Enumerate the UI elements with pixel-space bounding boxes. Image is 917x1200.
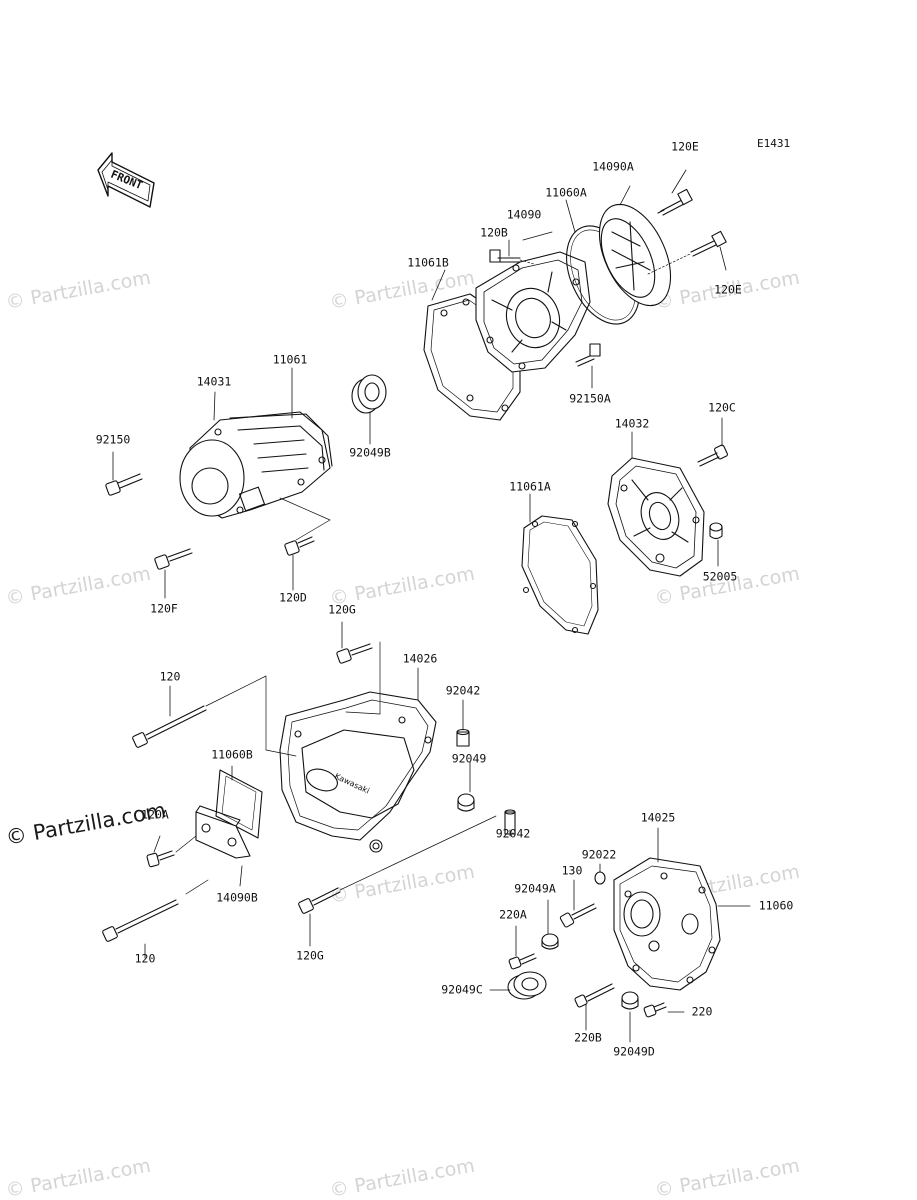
cap-52005: [709, 522, 723, 567]
part-label-220b[interactable]: 220B: [574, 1030, 602, 1045]
gasket-11060b: [215, 765, 263, 839]
diagram-code: E1431: [757, 137, 791, 150]
part-label-92049c[interactable]: 92049C: [441, 982, 483, 997]
part-label-120[interactable]: 120: [134, 951, 156, 966]
part-label-120e[interactable]: 120E: [671, 139, 699, 154]
part-label-220[interactable]: 220: [691, 1004, 713, 1019]
part-label-120b[interactable]: 120B: [480, 225, 508, 240]
part-label-120d[interactable]: 120D: [279, 590, 307, 605]
part-label-14031[interactable]: 14031: [196, 374, 232, 389]
cover-14090a: [598, 203, 672, 307]
part-label-92049[interactable]: 92049: [451, 751, 487, 766]
part-label-11061[interactable]: 11061: [272, 352, 308, 367]
part-label-14025[interactable]: 14025: [640, 810, 676, 825]
front-arrow-icon: FRONT: [97, 152, 155, 208]
part-label-92150a[interactable]: 92150A: [569, 391, 611, 406]
part-label-11060a[interactable]: 11060A: [545, 185, 587, 200]
part-label-92049b[interactable]: 92049B: [349, 445, 391, 460]
cover-14026: Kawasaki: [279, 667, 437, 853]
oil-seal-92049c: [489, 971, 547, 1000]
part-label-14090[interactable]: 14090: [506, 207, 542, 222]
part-label-120e[interactable]: 120E: [714, 282, 742, 297]
part-label-120f[interactable]: 120F: [150, 601, 178, 616]
bolt-220a: [508, 925, 537, 970]
collar-92049: [457, 761, 475, 812]
part-label-92022[interactable]: 92022: [581, 847, 617, 862]
bolt-120b: [489, 239, 535, 265]
part-label-92049a[interactable]: 92049A: [514, 881, 556, 896]
bolt-120f: [154, 548, 193, 599]
bolt-120e-top: [657, 188, 693, 216]
bolt-120c: [697, 417, 728, 467]
part-label-92042[interactable]: 92042: [495, 826, 531, 841]
part-label-220a[interactable]: 220A: [499, 907, 527, 922]
part-label-120c[interactable]: 120C: [708, 400, 736, 415]
part-label-11061b[interactable]: 11061B: [407, 255, 449, 270]
part-label-14032[interactable]: 14032: [614, 416, 650, 431]
dowel-92042-top: [456, 699, 470, 747]
bolt-120d: [279, 497, 331, 591]
bolt-120g-top: [336, 621, 381, 715]
washer-92022: [594, 863, 606, 885]
part-label-120[interactable]: 120: [159, 669, 181, 684]
part-label-52005[interactable]: 52005: [702, 569, 738, 584]
bolt-92150a: [575, 343, 601, 389]
cover-14025: [613, 827, 751, 991]
part-label-92049d[interactable]: 92049D: [613, 1044, 655, 1059]
bolt-120e-right: [647, 230, 727, 275]
bolt-92150: [105, 451, 143, 496]
bolt-120a: [146, 835, 197, 868]
collar-92049d: [621, 991, 639, 1043]
part-label-14090a[interactable]: 14090A: [592, 159, 634, 174]
collar-92049a: [541, 899, 559, 950]
sprocket-cover-14031: [179, 411, 333, 519]
housing-14090: [475, 251, 591, 373]
dowel-92042-bottom: [504, 809, 516, 837]
part-label-11060[interactable]: 11060: [758, 898, 794, 913]
bolt-220: [643, 1002, 685, 1018]
part-label-14026[interactable]: 14026: [402, 651, 438, 666]
part-label-130[interactable]: 130: [561, 863, 583, 878]
part-label-120a[interactable]: 120A: [141, 807, 169, 822]
bolt-130: [559, 879, 597, 928]
bolt-220b: [574, 983, 615, 1031]
bolt-120-bottom: [102, 879, 209, 959]
oil-seal-92049b: [351, 374, 387, 445]
clutch-cover-14032: [607, 431, 705, 577]
part-label-120g[interactable]: 120G: [328, 602, 356, 617]
part-label-92042[interactable]: 92042: [445, 683, 481, 698]
part-label-120g[interactable]: 120G: [296, 948, 324, 963]
part-label-11060b[interactable]: 11060B: [211, 747, 253, 762]
bolt-120-top: [132, 675, 297, 757]
bolt-120g-bottom: [298, 815, 497, 947]
cover-14090b: [195, 805, 251, 887]
gasket-11061a: [521, 493, 599, 635]
part-label-92150[interactable]: 92150: [95, 432, 131, 447]
part-label-14090b[interactable]: 14090B: [216, 890, 258, 905]
part-label-11061a[interactable]: 11061A: [509, 479, 551, 494]
